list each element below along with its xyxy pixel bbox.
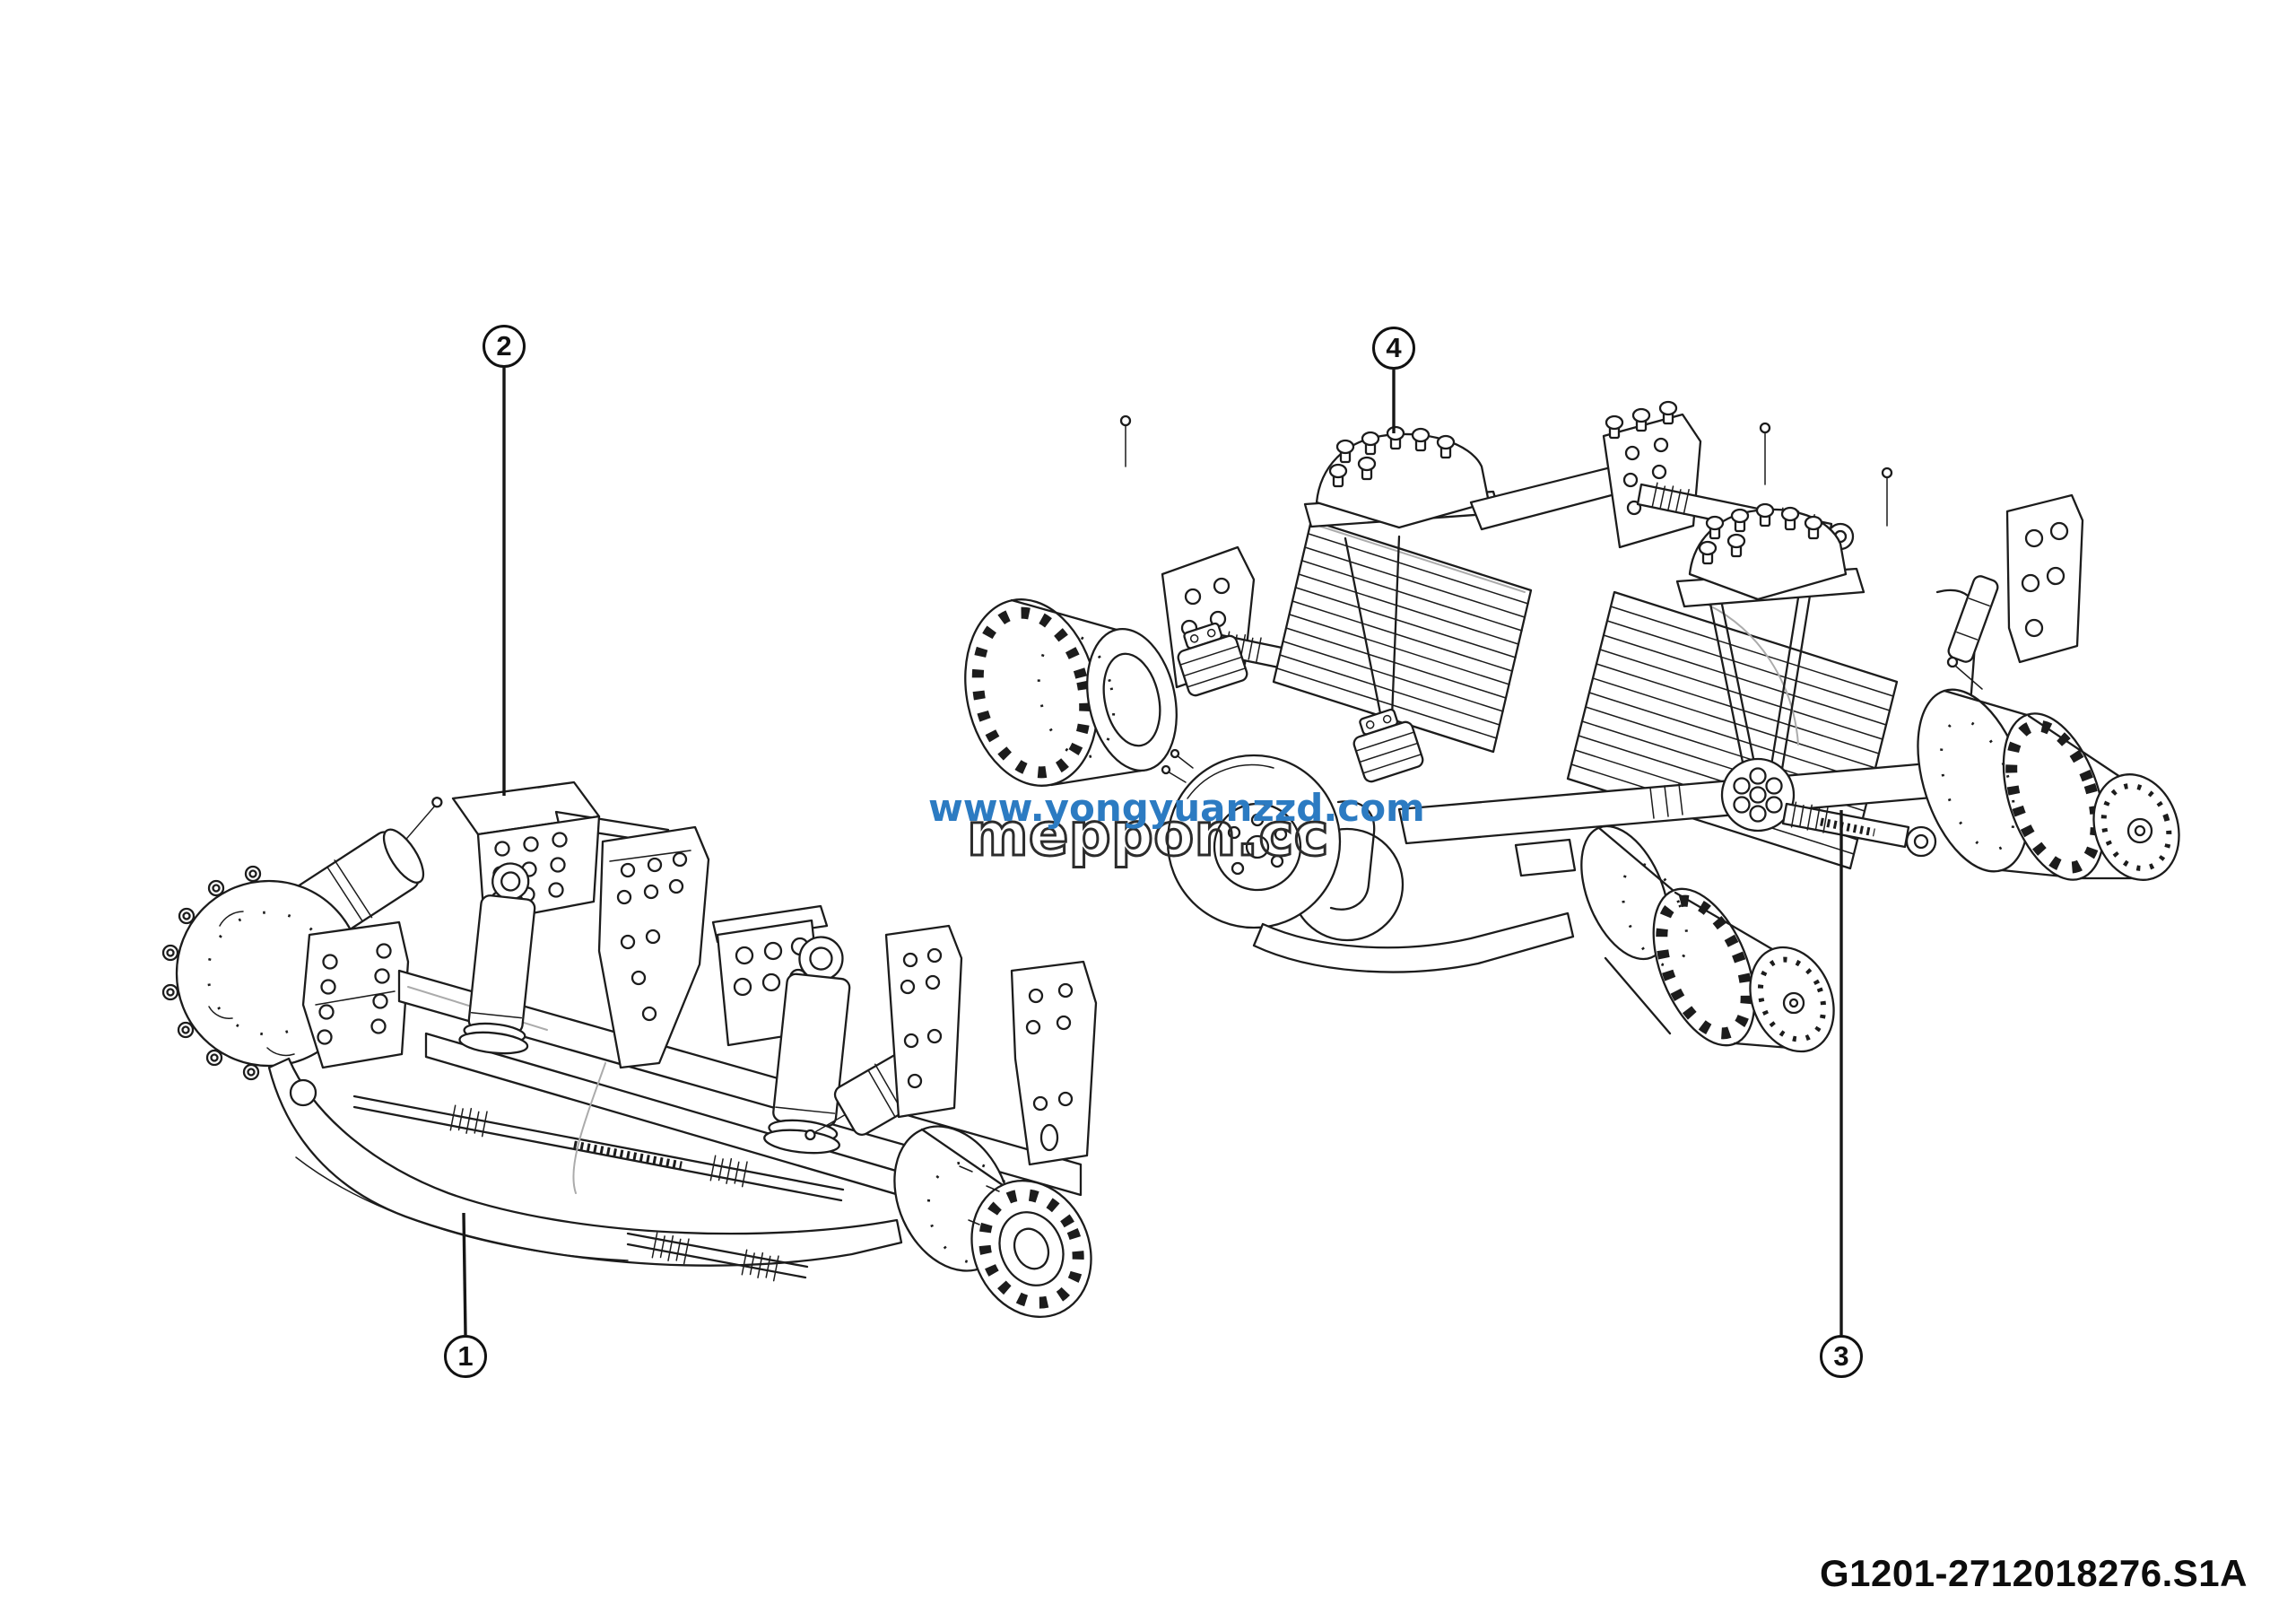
callout-1[interactable]: 1: [444, 1335, 487, 1378]
watermark-brand: meppon.cc: [966, 800, 1331, 869]
seven-hole-flange: [1720, 757, 1796, 833]
suspension-cylinder-2: [711, 904, 851, 1155]
spring-bracket-1: [572, 825, 710, 1194]
callout-4[interactable]: 4: [1372, 327, 1415, 370]
tandem-bogie-drawing: [964, 400, 2180, 1053]
watermark-url: www.yongyuanzzd.com: [928, 786, 1425, 830]
right-bracket: [1947, 493, 2084, 664]
bogie-left-hub: [964, 598, 1178, 787]
knuckle-bracket: [301, 920, 410, 1069]
front-axle-drawing: [161, 780, 1098, 1319]
axle-beam: [267, 1057, 903, 1267]
suspension-cylinder-bracket: [451, 780, 673, 1055]
tie-rod: [352, 1094, 845, 1282]
leader-lines: [462, 368, 1843, 1336]
torque-rod-lower: [1781, 801, 1937, 858]
right-wheel-hub: [893, 1125, 1092, 1319]
spring-bracket-2: [884, 924, 963, 1119]
leader-line-1: [462, 1212, 467, 1336]
differential-cluster: [1161, 748, 1405, 942]
drawing-code: G1201-2712018276.S1A: [1819, 1552, 2248, 1594]
callout-2[interactable]: 2: [483, 325, 526, 368]
leaf-spring-pack-left: [1272, 425, 1533, 754]
spring-bracket-3: [1010, 960, 1098, 1166]
callout-3[interactable]: 3: [1820, 1335, 1863, 1378]
bogie-bottom-hub: [1580, 824, 1835, 1053]
bogie-right-hub: [1917, 656, 2180, 881]
